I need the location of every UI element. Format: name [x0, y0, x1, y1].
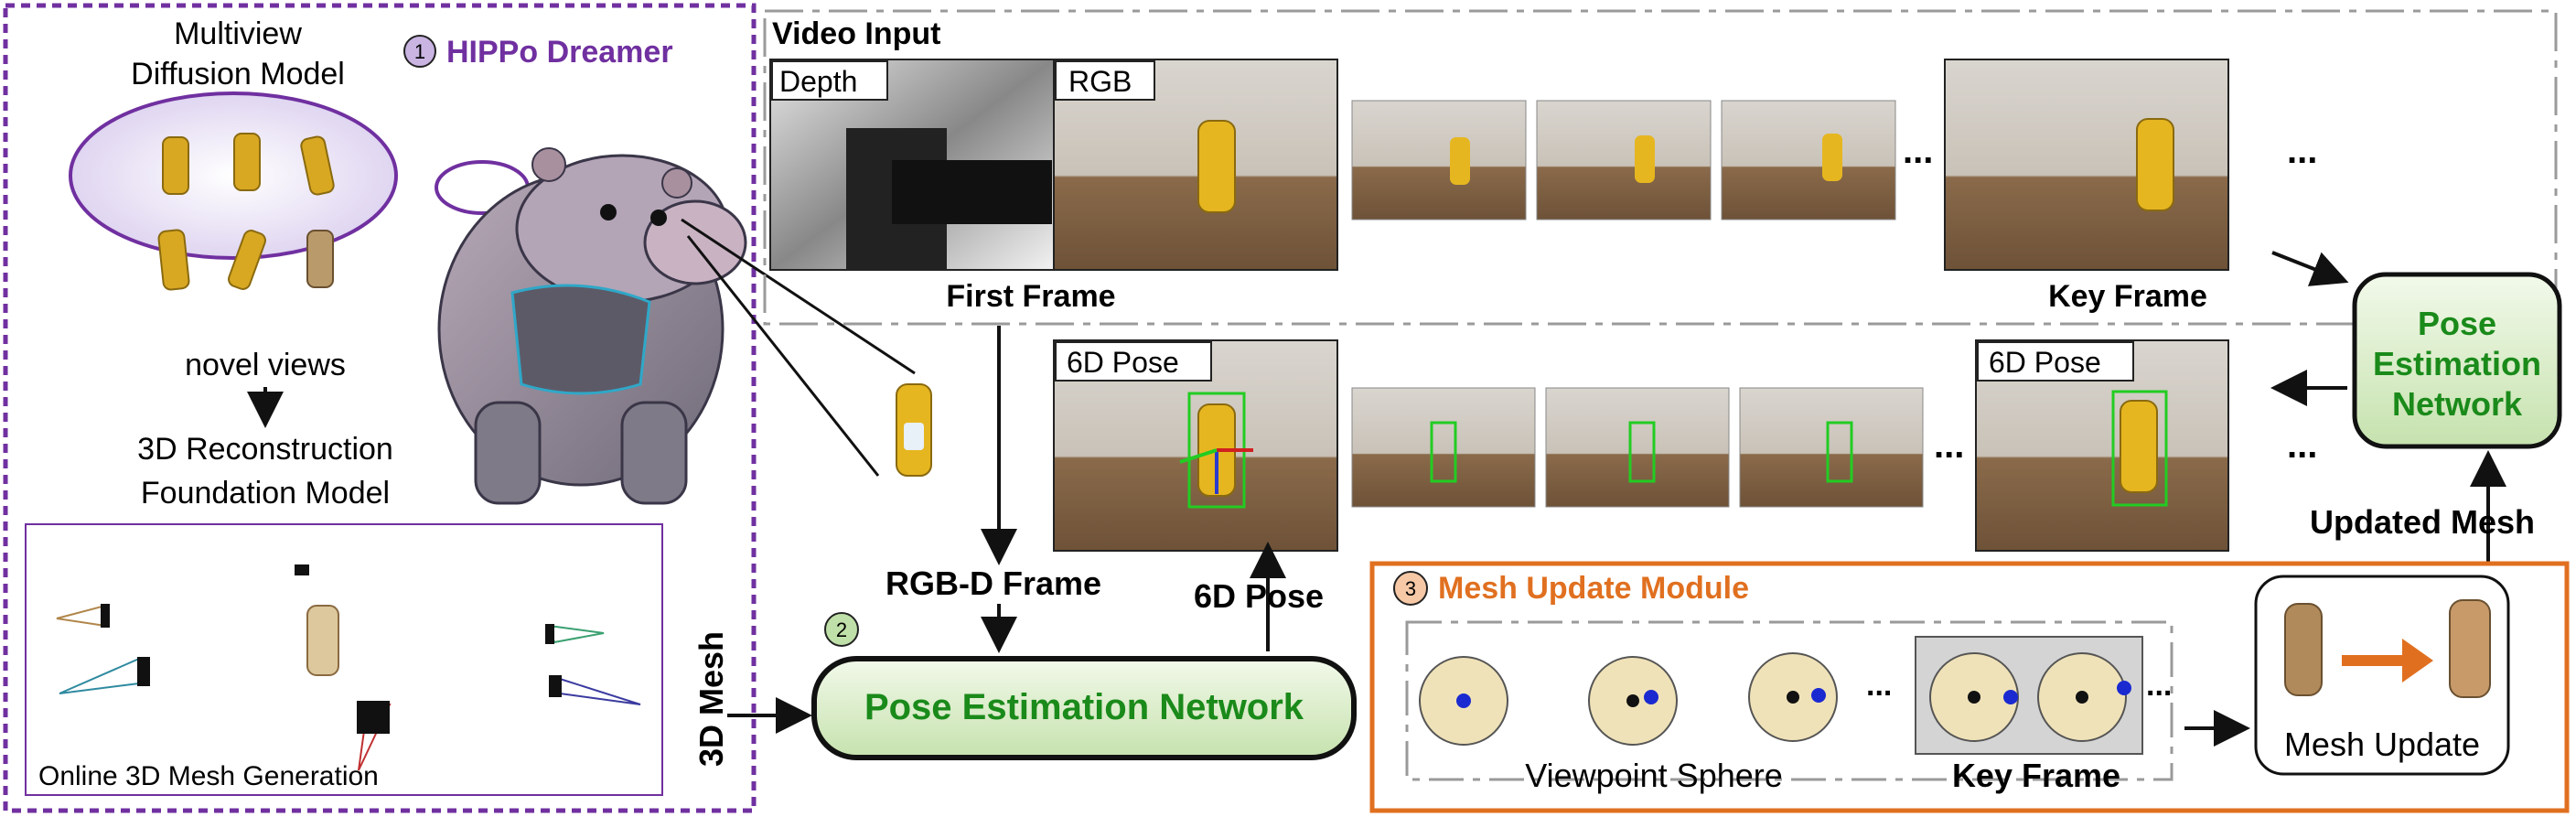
video-ellipsis-1: ... [1903, 131, 1933, 171]
online-mesh-box [25, 523, 663, 796]
first-frame-bottle [1197, 120, 1236, 213]
pose-network-right-line1: Pose [2418, 305, 2496, 342]
bottle-label [904, 423, 924, 450]
pointer-line-1 [681, 218, 916, 375]
pose-network-badge-number: 2 [836, 618, 847, 641]
pose-network-right-line3: Network [2392, 385, 2523, 423]
pose-network-badge [824, 612, 859, 647]
pose-ellipsis-1: ... [1934, 425, 1964, 466]
pose-network-right-line2: Estimation [2373, 345, 2541, 382]
depth-tag [771, 60, 888, 101]
novel-views-label: novel views [185, 348, 346, 382]
updated-mesh-label: Updated Mesh [2310, 503, 2535, 541]
mesh-update-badge [1393, 571, 1428, 606]
mesh-after-bottle [2449, 599, 2491, 698]
bottle-thumb-5 [228, 230, 266, 290]
video-thumb-1 [1351, 100, 1527, 220]
bottle-thumb-3 [300, 135, 335, 196]
arrow-keyframe-to-pose-net [2271, 251, 2349, 286]
sphere-2-dot-black [1626, 694, 1639, 707]
depth-tag-label: Depth [779, 65, 857, 98]
hippo-dreamer-panel [3, 3, 757, 813]
sphere-3-dot-black [1787, 691, 1799, 704]
sphere-5-dot-blue [2117, 681, 2131, 695]
pose-tag-key-label: 6D Pose [1989, 346, 2101, 379]
pose-ellipsis-2: ... [2287, 425, 2317, 466]
sphere-4-dot-blue [2003, 690, 2018, 704]
mesh-update-badge-number: 3 [1405, 577, 1416, 600]
bottle-thumb-2 [233, 133, 261, 191]
video-thumb-2 [1536, 100, 1712, 220]
pointer-line-2 [686, 235, 880, 477]
bottle-thumb-4 [157, 229, 190, 291]
recon-label-line1: 3D Reconstruction [137, 432, 393, 467]
pose-thumb-1 [1351, 387, 1536, 508]
pose-frame-thumbnails [1351, 387, 1924, 508]
mesh-before-bottle [2284, 603, 2323, 696]
dreamer-badge [403, 35, 436, 68]
mesh-update-label: Mesh Update [2284, 726, 2480, 763]
video-frame-thumbnails [1351, 100, 1896, 220]
sphere-ellipsis-1: ... [1866, 668, 1892, 703]
video-ellipsis-2: ... [2287, 131, 2317, 171]
pose-thumb-2-bbox [1628, 421, 1656, 483]
pose-thumb-3 [1739, 387, 1924, 508]
novel-view-bottles [157, 133, 335, 291]
key-frame-image [1944, 59, 2229, 271]
key-frame-label: Key Frame [2048, 279, 2207, 314]
sphere-5-dot-black [2076, 691, 2088, 704]
dreamer-badge-number: 1 [414, 40, 425, 63]
depth-table-shadow [892, 160, 1052, 224]
pose-tag-first-label: 6D Pose [1067, 346, 1179, 379]
pose-thumb-2 [1545, 387, 1730, 508]
first-frame-label: First Frame [946, 279, 1115, 314]
viewpoint-sphere-label: Viewpoint Sphere [1525, 757, 1783, 794]
camera-frustums [56, 564, 641, 771]
video-thumb-2-bottle [1635, 135, 1655, 183]
mesh-update-arrow-icon [2342, 639, 2433, 683]
video-input-title: Video Input [772, 16, 940, 51]
pose-network-main-box [811, 656, 1357, 760]
viewpoint-sphere-region [1405, 620, 2174, 781]
multiview-label-line2: Diffusion Model [131, 57, 345, 91]
pose-thumb-3-bbox [1826, 421, 1853, 483]
mesh-preview-bottle [306, 605, 339, 676]
video-thumb-3 [1721, 100, 1896, 220]
pose-axis-green [1179, 448, 1218, 464]
sphere-2-dot-blue [1644, 690, 1658, 704]
pose-thumb-1-bbox [1430, 421, 1457, 483]
sphere-ellipsis-2: ... [2146, 668, 2172, 703]
mesh-key-frame-label: Key Frame [1952, 757, 2120, 794]
pose-network-right-box [2352, 272, 2562, 449]
key-frame-bottle [2136, 118, 2174, 211]
pose-tag-key [1977, 341, 2134, 382]
video-thumb-3-bottle [1822, 134, 1842, 181]
hippo-robot-illustration [437, 147, 747, 505]
mesh-update-panel [1369, 561, 2570, 813]
pose-frame-key-bottle [2120, 400, 2158, 493]
pose-tag-first [1055, 341, 1212, 382]
multiview-label-line1: Multiview [174, 16, 302, 51]
pose-network-main-label: Pose Estimation Network [864, 687, 1304, 727]
sphere-3-dot-blue [1811, 688, 1826, 703]
recon-label-line2: Foundation Model [141, 476, 390, 511]
sphere-4-dot-black [1968, 691, 1980, 704]
online-mesh-label: Online 3D Mesh Generation [38, 761, 379, 791]
mesh-update-title: Mesh Update Module [1438, 571, 1749, 606]
sphere-1-dot [1456, 693, 1471, 708]
viewpoint-spheres [1419, 652, 2131, 746]
bottle-thumb-1 [162, 136, 189, 195]
rgb-tag [1055, 60, 1155, 101]
rgbd-frame-label: RGB-D Frame [886, 564, 1101, 602]
video-thumb-1-bottle [1450, 137, 1470, 185]
6d-pose-label: 6D Pose [1194, 577, 1324, 615]
video-input-panel [763, 9, 2558, 326]
bottle-thumb-6 [306, 230, 334, 288]
rgb-tag-label: RGB [1068, 65, 1132, 98]
3d-mesh-label: 3D Mesh [692, 631, 730, 767]
dreamer-title: HIPPo Dreamer [446, 35, 673, 70]
pose-frame-key-bbox [2111, 390, 2168, 507]
